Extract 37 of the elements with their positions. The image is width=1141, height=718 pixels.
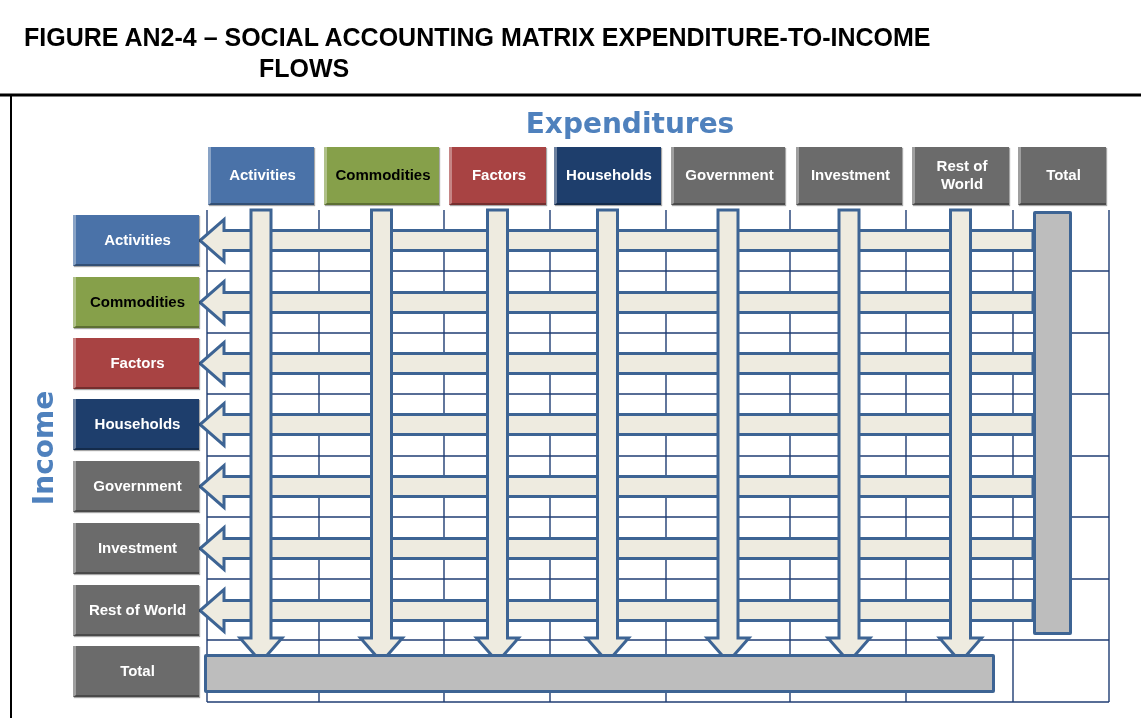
header-box — [912, 147, 1009, 205]
header-label: Households — [93, 414, 182, 433]
header-box — [671, 147, 785, 205]
header-label: Commodities — [89, 292, 186, 311]
header-label: Activities — [103, 230, 172, 249]
header-box — [73, 399, 199, 450]
header-box — [324, 147, 439, 205]
header-box — [554, 147, 661, 205]
header-label: Activities — [228, 166, 297, 184]
header-box — [73, 338, 199, 389]
header-label: Total — [1045, 166, 1082, 184]
header-label: Investment — [809, 166, 892, 184]
header-box — [1018, 147, 1106, 205]
header-box — [73, 461, 199, 512]
header-box — [449, 147, 546, 205]
header-box — [73, 585, 199, 636]
header-box — [73, 215, 199, 266]
header-label: Total — [119, 661, 156, 680]
header-box — [73, 523, 199, 574]
header-label: Investment — [96, 538, 179, 557]
axis-title: Income — [27, 389, 61, 508]
header-label: Factors — [470, 166, 528, 184]
total-bar — [204, 654, 995, 693]
total-bar — [1033, 211, 1072, 635]
header-label: Households — [565, 166, 653, 184]
header-label: Rest of World — [87, 600, 188, 619]
header-box — [73, 646, 199, 697]
header-label: Government — [684, 166, 775, 184]
header-box — [208, 147, 314, 205]
header-box — [796, 147, 902, 205]
figure-title: FIGURE AN2-4 – SOCIAL ACCOUNTING MATRIX EXPENDITURE-TO-INCOME FLOWS — [24, 22, 932, 85]
header-label: Factors — [109, 353, 166, 372]
header-label: Government — [92, 476, 183, 495]
header-box — [73, 277, 199, 328]
header-label: Commodities — [334, 166, 432, 184]
axis-title: Expenditures — [524, 106, 736, 142]
header-label: Rest of World — [935, 157, 989, 193]
